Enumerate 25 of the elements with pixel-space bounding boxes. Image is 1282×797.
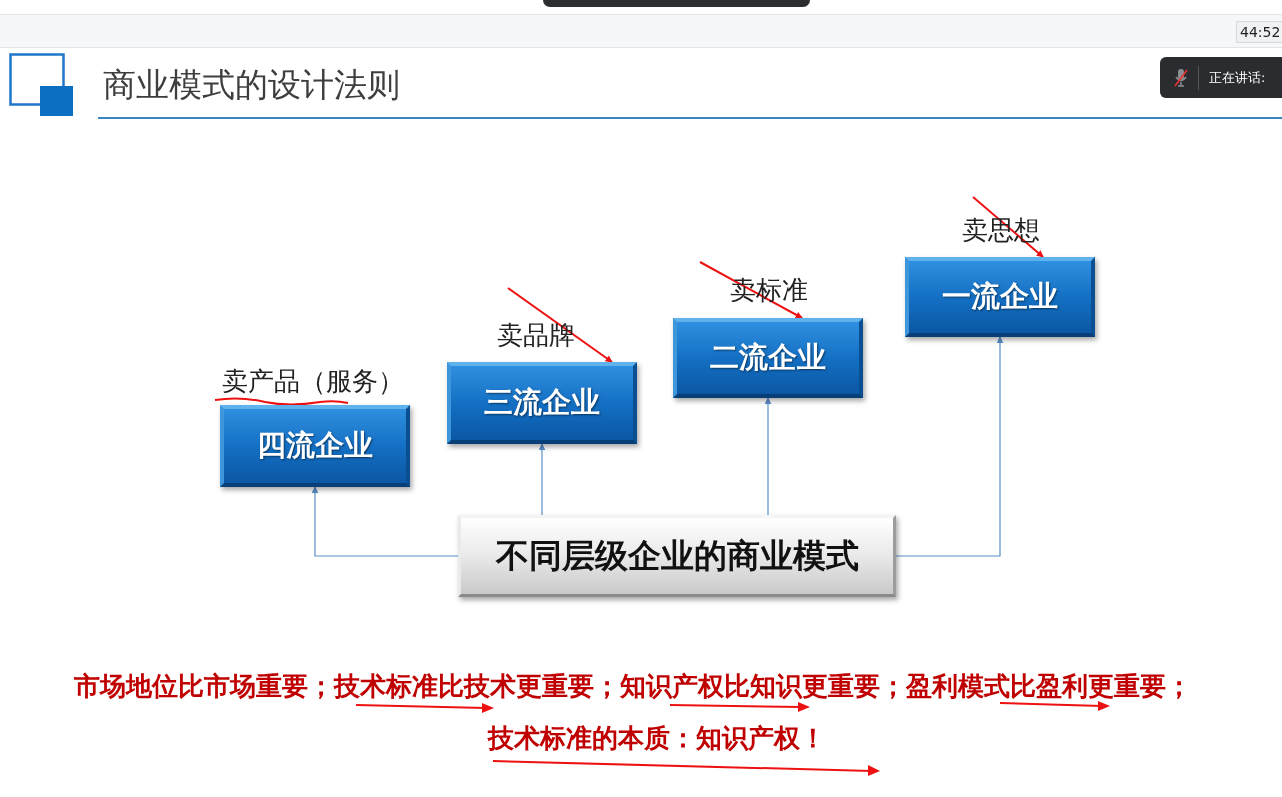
tier-caption: 卖思想 bbox=[962, 214, 1040, 247]
note-text: 市场地位比市场重要；技术标准比技术更重要；知识产权比知识更重要；盈利模式比盈利更重要； bbox=[74, 670, 1192, 703]
tier-box bbox=[905, 257, 1095, 337]
annotation-arrow bbox=[507, 287, 613, 363]
box-label: 四流企业 bbox=[257, 427, 373, 465]
slide-title: 商业模式的设计法则 bbox=[103, 64, 400, 106]
tier-box bbox=[220, 405, 410, 487]
timer-display: 44:52 bbox=[1236, 21, 1282, 43]
box-label: 二流企业 bbox=[710, 339, 826, 377]
central-box bbox=[458, 515, 896, 597]
arrow bbox=[895, 336, 1004, 557]
arrow bbox=[764, 397, 772, 516]
speaker-status-text: 正在讲话: bbox=[1209, 68, 1266, 87]
annotation-arrow bbox=[972, 196, 1045, 258]
box-label: 不同层级企业的商业模式 bbox=[495, 535, 859, 578]
tier-caption: 卖产品（服务） bbox=[222, 365, 404, 398]
tier-box bbox=[447, 362, 637, 444]
arrow bbox=[311, 486, 459, 557]
note-text: 技术标准的本质：知识产权！ bbox=[488, 722, 826, 755]
annotation-arrow bbox=[699, 261, 804, 319]
arrow bbox=[538, 443, 546, 516]
box-label: 三流企业 bbox=[484, 384, 600, 422]
tier-caption: 卖品牌 bbox=[497, 319, 575, 352]
tier-box bbox=[673, 318, 863, 398]
box-label: 一流企业 bbox=[942, 278, 1058, 316]
